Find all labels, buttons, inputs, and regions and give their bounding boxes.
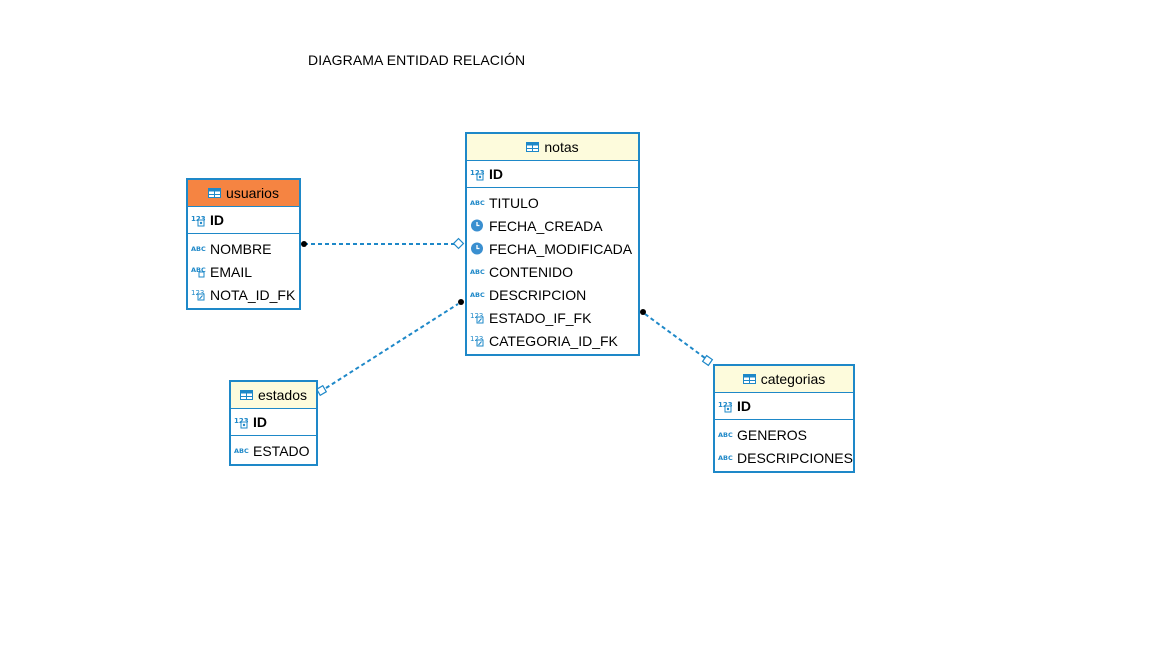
- column-name: ESTADO_IF_FK: [489, 309, 592, 326]
- svg-text:ABC: ABC: [470, 291, 485, 299]
- column-name: CATEGORIA_ID_FK: [489, 332, 618, 349]
- entity-header[interactable]: categorias: [715, 366, 853, 393]
- text-type-icon: ABC: [234, 444, 251, 457]
- numeric-key-icon: 123: [470, 168, 487, 181]
- column-name: DESCRIPCIONES: [737, 449, 853, 466]
- column-list: ABC ESTADO: [231, 436, 316, 464]
- svg-text:ABC: ABC: [718, 454, 733, 462]
- entity-estados[interactable]: estados 123 ID ABC ESTADO: [229, 380, 318, 466]
- text-type-icon: ABC: [191, 242, 208, 255]
- svg-text:123: 123: [234, 417, 249, 425]
- column-row[interactable]: 123 ESTADO_IF_FK: [467, 306, 638, 329]
- column-name: ESTADO: [253, 442, 310, 459]
- text-unique-icon: ABC: [191, 265, 208, 278]
- column-name: FECHA_MODIFICADA: [489, 240, 633, 257]
- svg-text:ABC: ABC: [191, 266, 206, 274]
- link-end-diamond: [452, 237, 465, 250]
- column-row[interactable]: ABC GENEROS: [715, 423, 853, 446]
- column-row[interactable]: FECHA_MODIFICADA: [467, 237, 638, 260]
- column-row[interactable]: 123 NOTA_ID_FK: [188, 283, 299, 306]
- entity-header[interactable]: estados: [231, 382, 316, 409]
- svg-text:123: 123: [191, 215, 206, 223]
- clock-icon: [470, 219, 487, 232]
- text-type-icon: ABC: [470, 265, 487, 278]
- table-icon: [208, 188, 222, 198]
- column-name: CONTENIDO: [489, 263, 573, 280]
- link-end-dot: [301, 241, 307, 247]
- svg-text:123: 123: [470, 312, 483, 320]
- entity-header[interactable]: notas: [467, 134, 638, 161]
- numeric-key-icon: 123: [191, 214, 208, 227]
- table-icon: [742, 374, 756, 384]
- numeric-key-icon: 123: [234, 416, 251, 429]
- primary-key-row[interactable]: 123 ID: [231, 409, 316, 436]
- svg-text:123: 123: [470, 169, 485, 177]
- numeric-fk-icon: 123: [470, 311, 487, 324]
- link-end-square: [315, 384, 328, 397]
- entity-name: notas: [544, 139, 579, 155]
- primary-key-row[interactable]: 123 ID: [715, 393, 853, 420]
- link-notas-categorias: [644, 313, 706, 359]
- text-type-icon: ABC: [470, 288, 487, 301]
- column-list: ABC TITULO FECHA_CREADA FECHA_MODIFICADA ABC…: [467, 188, 638, 354]
- text-type-icon: ABC: [470, 196, 487, 209]
- entity-header[interactable]: usuarios: [188, 180, 299, 207]
- svg-text:ABC: ABC: [191, 245, 206, 253]
- column-row[interactable]: FECHA_CREADA: [467, 214, 638, 237]
- column-row[interactable]: ABC DESCRIPCION: [467, 283, 638, 306]
- column-name: ID: [253, 414, 267, 430]
- column-row[interactable]: ABC DESCRIPCIONES: [715, 446, 853, 469]
- column-name: FECHA_CREADA: [489, 217, 603, 234]
- column-row[interactable]: ABC CONTENIDO: [467, 260, 638, 283]
- primary-key-row[interactable]: 123 ID: [188, 207, 299, 234]
- column-name: GENEROS: [737, 426, 808, 443]
- primary-key-row[interactable]: 123 ID: [467, 161, 638, 188]
- column-list: ABC GENEROS ABC DESCRIPCIONES: [715, 420, 853, 471]
- entity-notas[interactable]: notas 123 ID ABC TITULO FECHA_CREADA FECHA_…: [465, 132, 640, 356]
- link-estados-notas: [325, 303, 459, 389]
- column-row[interactable]: ABC ESTADO: [231, 439, 316, 462]
- entity-categorias[interactable]: categorias 123 ID ABC GENEROS ABC DESCRIPCI…: [713, 364, 855, 473]
- column-name: ID: [210, 212, 224, 228]
- clock-icon: [470, 242, 487, 255]
- column-row[interactable]: 123 CATEGORIA_ID_FK: [467, 329, 638, 352]
- link-end-square: [701, 354, 714, 367]
- column-name: NOTA_ID_FK: [210, 286, 296, 303]
- svg-text:123: 123: [718, 401, 733, 409]
- table-icon: [239, 390, 253, 400]
- column-name: TITULO: [489, 194, 539, 211]
- svg-text:ABC: ABC: [470, 199, 485, 207]
- numeric-key-icon: 123: [718, 400, 735, 413]
- svg-text:ABC: ABC: [234, 447, 249, 455]
- diagram-title: DIAGRAMA ENTIDAD RELACIÓN: [308, 52, 526, 68]
- column-name: ID: [737, 398, 751, 414]
- column-name: EMAIL: [210, 263, 253, 280]
- column-row[interactable]: ABC TITULO: [467, 191, 638, 214]
- column-row[interactable]: ABC NOMBRE: [188, 237, 299, 260]
- svg-text:123: 123: [191, 289, 204, 297]
- entity-name: usuarios: [226, 185, 279, 201]
- text-type-icon: ABC: [718, 451, 735, 464]
- column-name: DESCRIPCION: [489, 286, 587, 303]
- text-type-icon: ABC: [718, 428, 735, 441]
- entity-name: categorias: [760, 371, 826, 387]
- numeric-fk-icon: 123: [191, 288, 208, 301]
- column-name: ID: [489, 166, 503, 182]
- column-list: ABC NOMBRE ABC EMAIL 123 NOTA_ID_FK: [188, 234, 299, 308]
- svg-text:ABC: ABC: [718, 431, 733, 439]
- svg-text:ABC: ABC: [470, 268, 485, 276]
- table-icon: [526, 142, 540, 152]
- column-row[interactable]: ABC EMAIL: [188, 260, 299, 283]
- numeric-fk-icon: 123: [470, 334, 487, 347]
- link-end-dot: [640, 309, 646, 315]
- svg-text:123: 123: [470, 335, 483, 343]
- entity-name: estados: [257, 387, 308, 403]
- column-name: NOMBRE: [210, 240, 272, 257]
- link-end-dot: [458, 299, 464, 305]
